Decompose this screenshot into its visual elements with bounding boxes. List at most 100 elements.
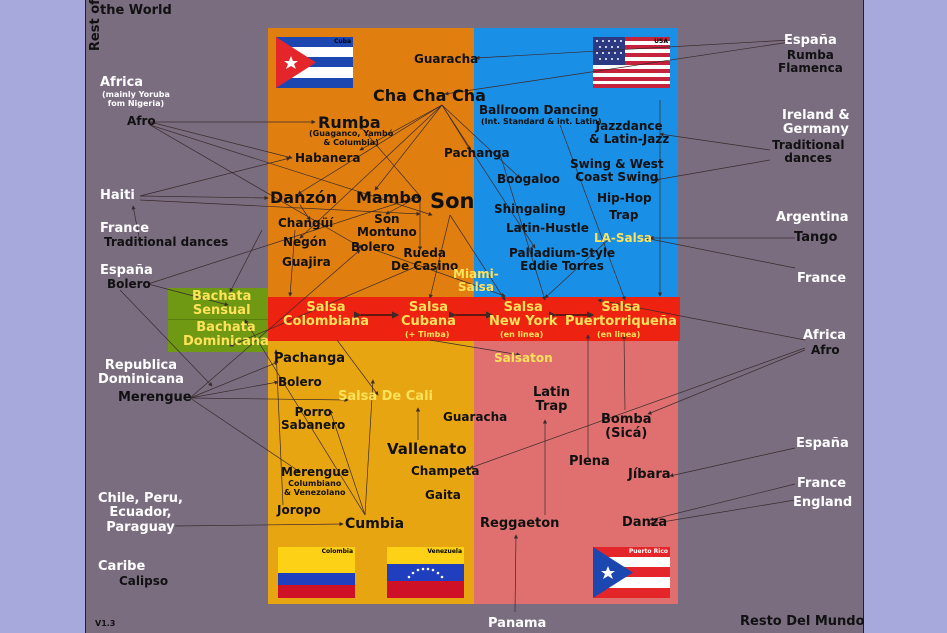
haiti-label: Haiti xyxy=(100,188,135,203)
salsa-new-york-note: (en linea) xyxy=(500,330,544,339)
gaita: Gaita xyxy=(425,488,461,502)
ireland-germany-label: Ireland & Germany xyxy=(782,108,850,138)
argentina-label: Argentina xyxy=(776,210,849,225)
link xyxy=(359,125,421,197)
link xyxy=(174,521,344,527)
ballroom-note: (Int. Standard & int. Latin) xyxy=(481,117,602,126)
link xyxy=(139,195,269,201)
guajira: Guajira xyxy=(282,255,331,269)
link xyxy=(649,499,796,526)
palladium-style: Palladium-Style Eddie Torres xyxy=(509,246,616,274)
republica-dominicana-label: Republica Dominicana xyxy=(98,358,184,388)
guaracha-cuba: Guaracha xyxy=(414,52,479,66)
merengue-note: Columbiano & Venezolano xyxy=(284,479,346,497)
right-margin xyxy=(862,0,947,633)
venezuela-flag-caption: Venezuela xyxy=(427,548,462,555)
england-label: England xyxy=(793,495,853,510)
panama-label: Panama xyxy=(488,616,547,631)
link xyxy=(119,289,213,387)
link xyxy=(139,156,291,197)
bachata-region xyxy=(168,288,268,352)
link xyxy=(329,409,366,516)
salsa-puertorriquena: Salsa Puertorriqueña xyxy=(565,300,677,330)
bolero-cuba: Bolero xyxy=(351,240,395,254)
afro-label-2: Afro xyxy=(811,343,840,357)
reggaeton: Reggaeton xyxy=(480,516,560,531)
afro-label-1: Afro xyxy=(127,114,156,128)
link xyxy=(147,283,229,307)
danza: Danza xyxy=(622,515,668,530)
link xyxy=(647,349,806,415)
trap-usa: Trap xyxy=(609,208,639,222)
plena: Plena xyxy=(569,454,610,469)
version-label: V1.3 xyxy=(95,619,116,628)
link xyxy=(621,334,627,411)
salsa-colombiana: Salsa Colombiana xyxy=(283,300,369,330)
left-margin xyxy=(0,0,85,633)
france-label-2: France xyxy=(797,271,847,286)
guaracha-colombia: Guaracha xyxy=(443,410,508,424)
link xyxy=(149,124,363,249)
colombia-flag-caption: Colombia xyxy=(321,548,353,555)
bachata-divider xyxy=(168,319,268,320)
link xyxy=(441,104,521,179)
pachanga-colombia: Pachanga xyxy=(274,351,346,366)
link xyxy=(274,349,284,506)
usa-flag: USA xyxy=(593,37,670,88)
negon: Negón xyxy=(283,235,327,249)
link xyxy=(131,205,141,243)
the-world-label: the World xyxy=(100,3,172,18)
link xyxy=(499,153,546,301)
cha-cha-cha: Cha Cha Cha xyxy=(373,86,486,105)
salsa-cubana: Salsa Cubana xyxy=(401,300,456,330)
link xyxy=(429,339,521,357)
cuba-flag: Cuba xyxy=(276,37,353,88)
venezuela-flag-icon xyxy=(387,547,464,598)
rumba: Rumba xyxy=(318,113,381,132)
habanera: Habanera xyxy=(295,151,361,165)
ballroom-dancing: Ballroom Dancing xyxy=(479,103,599,117)
cuba-flag-icon xyxy=(276,37,353,88)
link xyxy=(299,204,311,221)
hip-hop: Hip-Hop xyxy=(597,191,652,205)
link xyxy=(513,534,519,613)
bolero-colombia: Bolero xyxy=(278,375,322,389)
link xyxy=(189,249,361,399)
link xyxy=(189,397,349,403)
merengue-label-1: Merengue xyxy=(118,390,192,405)
espana-label-2: España xyxy=(100,263,153,278)
puertorico-flag-icon xyxy=(593,547,670,598)
joropo: Joropo xyxy=(277,503,321,517)
link xyxy=(654,159,771,182)
link xyxy=(364,379,375,516)
link xyxy=(139,199,421,216)
calipso-label: Calipso xyxy=(119,574,169,588)
puertorico-flag: Puerto Rico xyxy=(593,547,670,598)
link xyxy=(229,229,263,293)
venezuela-flag: Venezuela xyxy=(387,547,464,598)
link xyxy=(544,237,611,299)
link xyxy=(385,195,421,215)
africa-label-2: Africa xyxy=(803,328,847,343)
usa-flag-icon xyxy=(593,37,670,88)
france-label-3: France xyxy=(797,476,847,491)
tango-label: Tango xyxy=(794,230,838,245)
africa-note-1: (mainly Yoruba fom Nigeria) xyxy=(102,90,170,108)
danzon: Danzón xyxy=(270,188,338,207)
pachanga-cuba: Pachanga xyxy=(444,146,510,160)
espana-label-1: España xyxy=(784,33,837,48)
salsa-de-cali: Salsa De Cali xyxy=(338,389,433,404)
link xyxy=(444,41,791,96)
link xyxy=(229,264,421,347)
link xyxy=(189,397,301,473)
colombia-flag: Colombia xyxy=(278,547,355,598)
link xyxy=(649,483,796,522)
bomba: Bomba (Sicá) xyxy=(601,412,652,442)
miami-salsa: Miami- Salsa xyxy=(453,267,499,295)
link xyxy=(428,214,451,299)
puertorico-flag-caption: Puerto Rico xyxy=(628,548,668,555)
link xyxy=(669,447,796,478)
link xyxy=(644,236,796,269)
